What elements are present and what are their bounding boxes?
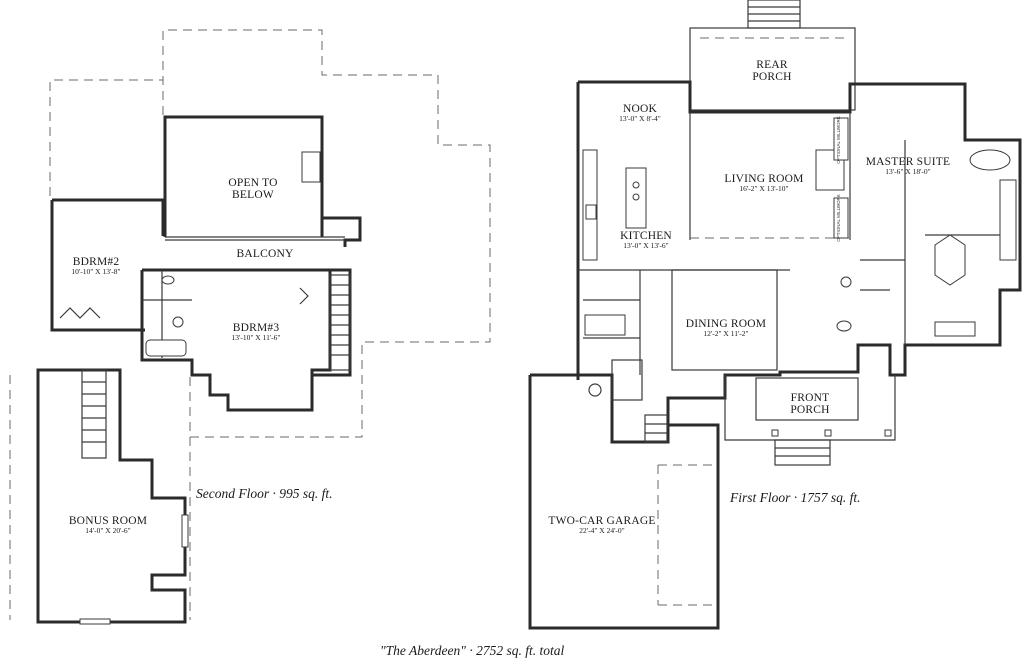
room-living: LIVING ROOM 16'-2" X 13'-10" bbox=[724, 173, 803, 193]
room-open-to-below: OPEN TO BELOW bbox=[228, 177, 277, 201]
room-bdrm3: BDRM#3 13'-10" X 11'-6" bbox=[232, 322, 281, 342]
room-name: KITCHEN bbox=[620, 230, 672, 242]
first-floor-walls bbox=[528, 80, 1022, 630]
front-porch-outline bbox=[724, 375, 896, 466]
room-bonus: BONUS ROOM 14'-0" X 20'-6" bbox=[69, 515, 147, 535]
room-front-porch: FRONT PORCH bbox=[790, 392, 829, 416]
room-dimensions: 13'-0" X 8'-4" bbox=[619, 114, 661, 124]
optional-millwork-note-bottom: OPTIONAL MILLWORK bbox=[836, 194, 841, 242]
optional-millwork-note-top: OPTIONAL MILLWORK bbox=[836, 116, 841, 164]
first-floor-caption: First Floor · 1757 sq. ft. bbox=[730, 490, 861, 506]
room-dimensions: 16'-2" X 13'-10" bbox=[739, 184, 789, 194]
room-name: BONUS ROOM bbox=[68, 515, 148, 527]
plan-total-caption: "The Aberdeen" · 2752 sq. ft. total bbox=[380, 643, 564, 659]
room-dimensions: 14'-0" X 20'-6" bbox=[85, 526, 131, 536]
svg-text:OPTIONAL MILLWORK: OPTIONAL MILLWORK bbox=[836, 116, 841, 164]
room-name: BDRM#2 bbox=[72, 256, 120, 268]
plan-title: "The Aberdeen" bbox=[380, 643, 466, 658]
rear-steps bbox=[747, 0, 801, 29]
second-floor-label: Second Floor bbox=[196, 486, 270, 501]
rear-porch-outline bbox=[689, 27, 856, 111]
second-floor-stair bbox=[329, 274, 351, 371]
caption-separator: · bbox=[272, 486, 280, 501]
room-dimensions: 13'-0" X 13'-6" bbox=[623, 241, 669, 251]
room-dimensions: 22'-4" X 24'-0" bbox=[579, 526, 625, 536]
room-name: NOOK bbox=[622, 103, 658, 115]
room-dimensions: 12'-2" X 11'-2" bbox=[703, 329, 749, 339]
room-name: OPEN TO BELOW bbox=[228, 177, 278, 202]
fireplace-fixture bbox=[301, 151, 321, 183]
room-dimensions: 13'-6" X 18'-0" bbox=[885, 167, 931, 177]
powder-toilet bbox=[840, 276, 852, 288]
room-garage: TWO-CAR GARAGE 22'-4" X 24'-0" bbox=[548, 515, 655, 535]
second-floor-caption: Second Floor · 995 sq. ft. bbox=[196, 486, 333, 502]
first-floor-label: First Floor bbox=[730, 490, 791, 505]
room-balcony: BALCONY bbox=[237, 248, 294, 260]
svg-text:OPTIONAL MILLWORK: OPTIONAL MILLWORK bbox=[836, 194, 841, 242]
toilet-fixture bbox=[172, 316, 184, 328]
sink-fixture bbox=[161, 275, 175, 285]
room-dimensions: 13'-10" X 11'-6" bbox=[231, 333, 281, 343]
second-floor-sqft: 995 sq. ft. bbox=[279, 486, 333, 501]
room-bdrm2: BDRM#2 10'-10" X 13'-8" bbox=[71, 256, 120, 276]
second-floor-plan bbox=[9, 29, 491, 625]
room-name: LIVING ROOM bbox=[724, 173, 804, 185]
room-kitchen: KITCHEN 13'-0" X 13'-6" bbox=[620, 230, 672, 250]
room-name: TWO-CAR GARAGE bbox=[548, 515, 656, 527]
caption-separator: · bbox=[793, 490, 801, 505]
room-dimensions: 10'-10" X 13'-8" bbox=[71, 267, 121, 277]
room-name: BALCONY bbox=[236, 248, 294, 260]
living-fireplace bbox=[815, 149, 845, 191]
room-dining: DINING ROOM 12'-2" X 11'-2" bbox=[686, 318, 766, 338]
total-sqft: 2752 sq. ft. total bbox=[476, 643, 565, 658]
master-shower bbox=[934, 234, 966, 286]
first-floor-sqft: 1757 sq. ft. bbox=[800, 490, 861, 505]
bonus-room-walls bbox=[36, 368, 189, 625]
first-floor-plan: OPTIONAL MILLWORK OPTIONAL MILLWORK bbox=[528, 0, 1022, 630]
room-name: DINING ROOM bbox=[685, 318, 767, 330]
room-name: MASTER SUITE bbox=[865, 156, 951, 168]
room-name: BDRM#3 bbox=[232, 322, 280, 334]
room-master-suite: MASTER SUITE 13'-6" X 18'-0" bbox=[866, 156, 951, 176]
caption-separator: · bbox=[469, 643, 477, 658]
master-tub bbox=[969, 149, 1011, 171]
room-name: FRONT PORCH bbox=[790, 392, 830, 417]
second-floor-roof-lines bbox=[9, 29, 491, 620]
bathtub-fixture bbox=[145, 339, 187, 357]
room-name: REAR PORCH bbox=[752, 59, 792, 84]
room-rear-porch: REAR PORCH bbox=[752, 59, 791, 83]
second-floor-walls bbox=[50, 115, 362, 412]
room-nook: NOOK 13'-0" X 8'-4" bbox=[619, 103, 661, 123]
